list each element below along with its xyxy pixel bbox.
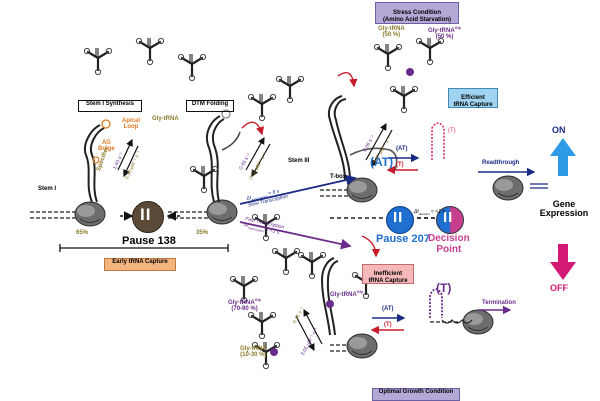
- rnap-3: [346, 177, 378, 203]
- inefficient-capture-box: Inefficient tRNA Capture: [362, 264, 414, 284]
- off-label: OFF: [550, 283, 568, 293]
- gly-sup-mid: Gly: [356, 289, 364, 294]
- readthrough-label: Readthrough: [482, 160, 520, 166]
- termination-label: Termination: [482, 300, 516, 306]
- t-stub-label: (T): [448, 128, 456, 134]
- gly-trna-opt-uncharged: Gly-tRNAGly (70-90 %): [228, 297, 262, 313]
- apical-loop-label: Apical Loop: [122, 118, 141, 131]
- stem1-hairpin-2: [206, 109, 241, 203]
- optimal-growth-box: Optimal Growth Condition: [372, 388, 460, 401]
- optimal-growth-label: Optimal Growth Condition: [378, 389, 454, 395]
- stress-condition-label: Stress Condition (Amino Acid Starvation): [382, 10, 452, 23]
- gly-trna-opt-charged: Gly-tRNA (10-30 %): [240, 346, 267, 359]
- t-small-top-label: (T): [396, 162, 404, 168]
- terminator-hairpin: [429, 288, 473, 324]
- gly-trna-stress-uncharged-name: Gly-tRNA: [428, 28, 455, 34]
- antiterminator-hairpin: [431, 122, 445, 160]
- rnap-1: [74, 201, 106, 227]
- gly-trna-opt-uncharged-pct: (70-90 %): [231, 306, 258, 313]
- gly-trna-stress-charged: Gly-tRNA (50 %): [378, 26, 405, 39]
- at-small-top-label: (AT): [396, 146, 408, 152]
- gly-trna-opt-mid-name: Gly-tRNA: [330, 292, 357, 298]
- efficient-capture-box: Efficient tRNA Capture: [448, 88, 498, 108]
- gly-trna-opt-mid: Gly-tRNAGly: [330, 289, 364, 298]
- early-capture-box: Early tRNA Capture: [104, 258, 176, 271]
- decision-dt-label: Δtdecision ≈ <1 s: [414, 209, 445, 216]
- fast-transcription-arrow: [239, 221, 352, 250]
- stem1-hairpin-3: [328, 95, 398, 181]
- t-big-label: (T): [436, 281, 452, 295]
- bottom-at-t-arrows: [370, 305, 512, 335]
- dtm-folding-box: DTM Folding: [186, 100, 234, 112]
- efficient-capture-label: Efficient tRNA Capture: [453, 95, 493, 108]
- pause-138-icon: II: [132, 201, 164, 233]
- pause-138-label: Pause 138: [122, 235, 176, 247]
- early-capture-bracket: [59, 244, 229, 252]
- on-label: ON: [552, 125, 566, 135]
- pause-207-glyph: II: [393, 209, 404, 226]
- gly-trna-top-label: Gly-tRNA: [152, 116, 179, 122]
- gene-expression-label: Gene Expression: [539, 199, 589, 219]
- pause-138-glyph: II: [140, 205, 152, 224]
- slow-transcription-arrow: [239, 174, 357, 205]
- pct-35-label: 35%: [196, 230, 209, 236]
- at-big-label: (AT): [370, 155, 394, 169]
- gly-trna-opt-charged-pct: (10-30 %): [240, 352, 267, 359]
- pause-207-icon: II: [386, 206, 414, 234]
- early-capture-label: Early tRNA Capture: [112, 259, 168, 265]
- rnap-4: [492, 175, 524, 201]
- ag-bulge-label: AG Bulge: [98, 140, 115, 153]
- off-arrow: [550, 244, 576, 280]
- t-opt-label: (T): [384, 322, 392, 328]
- stem1-hairpin-4: [320, 257, 339, 336]
- decision-dt-val: ≈ <1 s: [431, 209, 445, 215]
- dtm-folding-label: DTM Folding: [191, 101, 229, 107]
- pct-65-label: 65%: [76, 230, 89, 236]
- at-opt-label: (AT): [382, 306, 394, 312]
- gly-trna-opt-uncharged-name: Gly-tRNA: [228, 300, 255, 306]
- gly-trna-stress-charged-pct: (50 %): [382, 32, 401, 39]
- gly-trna-stress-charged-name: Gly-tRNA: [378, 26, 405, 32]
- gly-trna-stress-uncharged-pct: (50 %): [435, 34, 454, 41]
- gly-sup-opt: Gly: [254, 297, 262, 302]
- stem-iii-label: Stem III: [288, 158, 310, 164]
- stem1-hairpin-1: [84, 119, 111, 203]
- gly-trna-stress-uncharged: Gly-tRNAGly (50 %): [428, 25, 462, 41]
- decision-point-icon: II: [436, 206, 464, 234]
- decision-dt-sub: decision: [418, 212, 430, 216]
- gly-charge-markers: [270, 68, 414, 356]
- inefficient-capture-label: Inefficient tRNA Capture: [368, 271, 408, 284]
- stem-i-label: Stem I: [38, 186, 57, 192]
- rnap-5: [346, 333, 378, 359]
- gly-trna-opt-charged-name: Gly-tRNA: [240, 346, 267, 352]
- pause-207-label: Pause 207: [376, 233, 430, 245]
- rnap-2: [206, 199, 238, 225]
- rnap-6: [462, 309, 494, 335]
- t-box-label: T-box: [330, 174, 346, 180]
- stress-condition-box: Stress Condition (Amino Acid Starvation): [375, 2, 459, 24]
- stem1-synthesis-label: Stem I Synthesis: [85, 101, 135, 107]
- decision-glyph: II: [443, 209, 454, 226]
- decision-point-label: Decision Point: [428, 233, 470, 255]
- stem1-synthesis-box: Stem I Synthesis: [78, 100, 142, 112]
- top-at-t-arrows: [386, 153, 548, 189]
- gly-sup: Gly: [454, 25, 462, 30]
- equilibrium-arrows: [117, 72, 393, 352]
- decision-dt: Δt: [414, 209, 419, 215]
- on-arrow: [550, 138, 576, 176]
